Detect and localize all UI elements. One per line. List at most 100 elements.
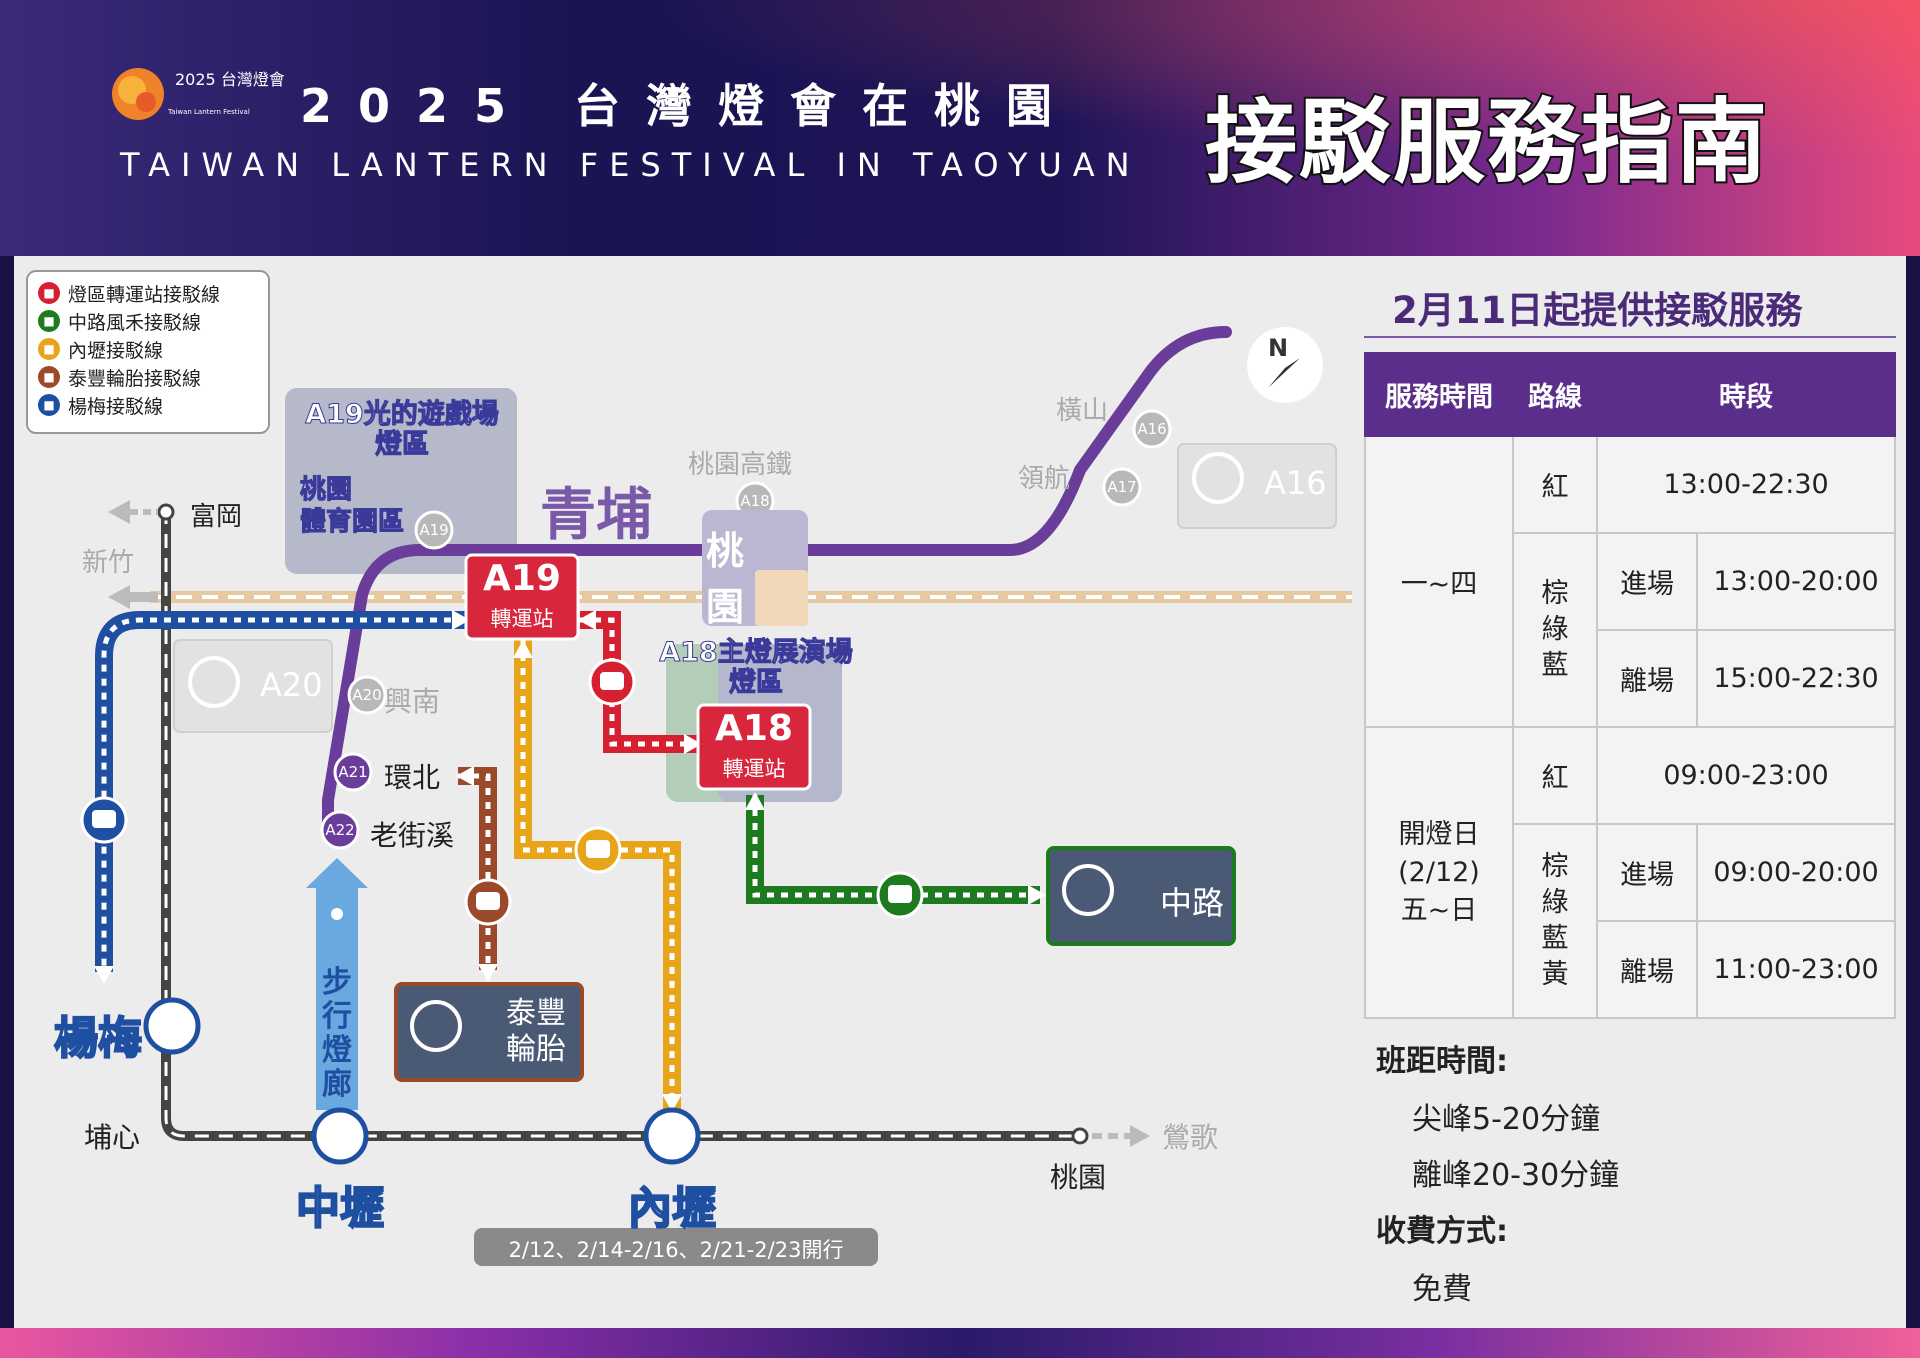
schedule-divider xyxy=(1364,336,1896,338)
legend-label: 中路風禾接駁線 xyxy=(68,311,202,334)
table-row: 棕 綠 藍 黃 進場 09:00-20:00 xyxy=(1365,823,1896,1019)
transfer-arrow-right-icon xyxy=(684,734,702,754)
block1-red-time: 13:00-22:30 xyxy=(1596,435,1896,534)
hsinchu-arrow-tail xyxy=(130,592,158,602)
lantern-festival-logo xyxy=(112,68,164,120)
legend-row-green: ■ 中路風禾接駁線 xyxy=(38,308,201,334)
station-a18: A18 xyxy=(740,492,770,510)
legend-row-blue: ■楊梅接駁線 xyxy=(38,392,163,418)
block1-multi-route: 棕 綠 藍 xyxy=(1512,532,1598,728)
qingpu-label: 青埔 xyxy=(540,483,652,548)
legend-label: 泰豐輪胎接駁線 xyxy=(68,367,202,390)
header-route: 路線 xyxy=(1512,352,1598,437)
yingge-arrow-icon xyxy=(1130,1125,1150,1147)
hub-a19-label: 轉運站 xyxy=(490,607,554,631)
station-a16: A16 xyxy=(1137,420,1167,438)
parking-icon xyxy=(188,452,1244,1052)
station-a20: A20 xyxy=(352,686,382,704)
zhonglu-dash xyxy=(752,795,1040,898)
compass-needle xyxy=(1268,358,1300,388)
parking-zhonglu xyxy=(1046,846,1236,946)
pedestrian-icon xyxy=(331,908,343,920)
fugang-dot xyxy=(157,503,175,521)
station-a19: A19 xyxy=(419,521,449,539)
rail-station-icons xyxy=(143,997,701,1165)
block1-out-time: 15:00-22:30 xyxy=(1696,629,1896,728)
laojiexi-label: 老街溪 xyxy=(370,819,455,852)
parking-zhonglu-label: 中路 xyxy=(1160,884,1225,922)
bus-icon: ■ xyxy=(38,366,60,388)
hsr-taoyuan-char1: 桃 xyxy=(706,529,745,573)
block2-days: 開燈日 (2/12) 五~日 xyxy=(1364,726,1514,1019)
bus-icon: ■ xyxy=(38,338,60,360)
table-row: 開燈日 (2/12) 五~日 紅 09:00-23:00 xyxy=(1364,726,1896,1019)
block2-red-time: 09:00-23:00 xyxy=(1596,726,1896,825)
hub-a18 xyxy=(696,703,812,791)
map-legend: ■ 燈區轉運站接駁線 ■ 中路風禾接駁線 ■ 內壢接駁線 ■ 泰豐輪胎接駁線 ■楊梅接駁… xyxy=(26,270,270,434)
hengshan-label: 橫山 xyxy=(1056,396,1109,426)
block1-in-time: 13:00-20:00 xyxy=(1696,532,1896,631)
taoyuan-label: 桃園 xyxy=(1050,1161,1107,1194)
parking-a20 xyxy=(173,639,333,733)
a18-area-label: A18主燈展演場 燈區 xyxy=(659,637,853,698)
hub-a18-code: A18 xyxy=(715,708,793,749)
taifeng-arrow-down-icon xyxy=(478,964,498,982)
compass-icon xyxy=(1247,327,1323,403)
legend-label: 內壢接駁線 xyxy=(68,339,164,362)
taoyuan-dot xyxy=(1071,1127,1089,1145)
footer-bar xyxy=(0,1328,1920,1358)
xingnan-label: 興南 xyxy=(384,685,441,718)
block2-in-time: 09:00-20:00 xyxy=(1696,823,1896,922)
hsr-taoyuan-char2: 園 xyxy=(706,585,745,629)
table-row: 一~四 紅 13:00-22:30 xyxy=(1364,435,1896,728)
linghang-label: 領航 xyxy=(1018,464,1071,494)
hsr-label: 桃園高鐵 xyxy=(688,450,793,480)
table-row: 棕 綠 藍 進場 13:00-20:00 xyxy=(1365,532,1896,728)
taifeng-arrow-left-icon xyxy=(456,766,474,786)
hsr-taoyuan-lower xyxy=(755,570,808,626)
block2-out-label: 離場 xyxy=(1596,920,1698,1019)
neili-label: 內壢 xyxy=(627,1182,717,1235)
yingge-label: 鶯歌 xyxy=(1162,1121,1219,1154)
zhonglu-arrow-right-icon xyxy=(1028,885,1046,905)
parking-a20-label: A20 xyxy=(260,666,323,704)
page-title: 2025 台灣燈會在桃園 xyxy=(300,79,1079,133)
taifeng-shuttle-line xyxy=(458,767,497,970)
block1-in-label: 進場 xyxy=(1596,532,1698,631)
logo-text: 2025 台灣燈會 xyxy=(175,70,285,89)
fugang-label: 富岡 xyxy=(190,502,243,532)
parking-a16-label: A16 xyxy=(1264,464,1327,502)
legend-row-yellow: ■ 內壢接駁線 xyxy=(38,336,163,362)
yangmei-arrow-end-icon xyxy=(452,610,470,630)
main-title: 接駁服務指南 xyxy=(1203,87,1770,198)
a19-area-label: A19光的遊戲場 燈區 xyxy=(305,399,499,460)
neili-arrow-down-icon xyxy=(662,1094,682,1112)
bus-icon: ■ xyxy=(38,310,60,332)
puxin-label: 埔心 xyxy=(84,1121,141,1154)
schedule-table: 服務時間 路線 時段 一~四 紅 13:00-22:30 棕 綠 藍 進場 13… xyxy=(1364,352,1896,1019)
header-service-time: 服務時間 xyxy=(1364,352,1514,437)
block2-in-label: 進場 xyxy=(1596,823,1698,922)
huanbei-label: 環北 xyxy=(384,761,441,794)
parking-taifeng-label: 泰豐 輪胎 xyxy=(506,996,566,1067)
station-a17: A17 xyxy=(1107,478,1137,496)
walk-corridor xyxy=(316,888,358,1110)
bus-icon-red xyxy=(588,658,636,706)
header-banner xyxy=(0,0,1920,256)
interval-label: 班距時間: xyxy=(1376,1044,1508,1079)
neili-dates-pill xyxy=(474,1228,878,1266)
zhonglu-arrow-up-icon xyxy=(745,792,765,810)
fee-value: 免費 xyxy=(1412,1272,1472,1307)
station-a22: A22 xyxy=(325,821,355,839)
bus-icon: ■ xyxy=(38,394,60,416)
hub-a18-label: 轉運站 xyxy=(722,757,786,781)
railway-line xyxy=(161,510,1080,1141)
block2-red-route: 紅 xyxy=(1512,726,1598,825)
bus-icon-yellow xyxy=(574,826,622,874)
schedule-title: 2月11日起提供接駁服務 xyxy=(1392,289,1803,332)
hsinchu-label: 新竹 xyxy=(82,548,135,578)
block2-out-time: 11:00-23:00 xyxy=(1696,920,1896,1019)
legend-label: 燈區轉運站接駁線 xyxy=(68,283,221,306)
transfer-arrow-left-icon xyxy=(578,610,596,630)
